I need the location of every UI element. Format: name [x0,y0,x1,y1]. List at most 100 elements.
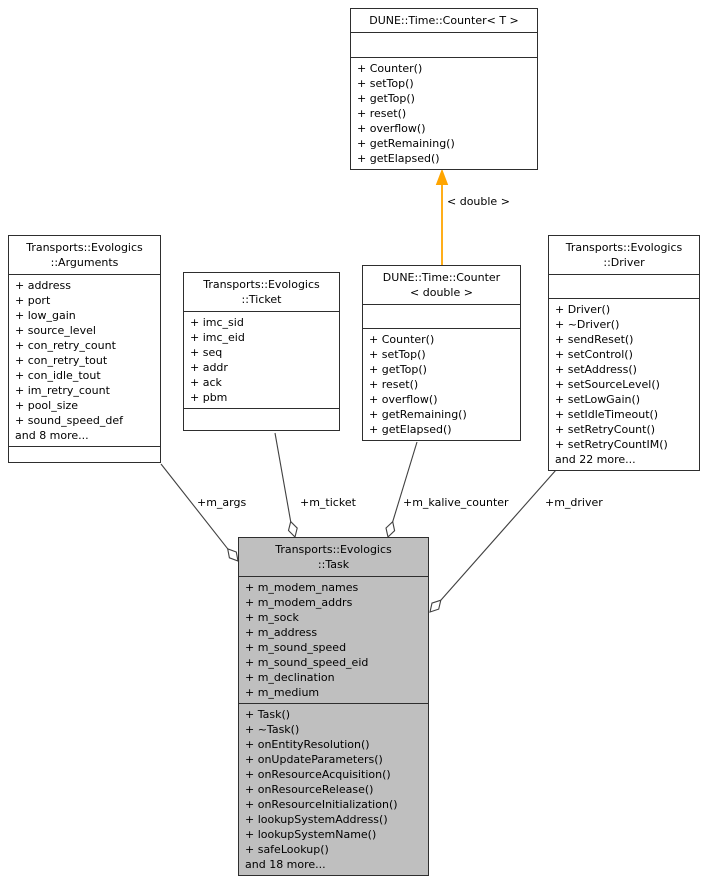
edge-m-kalive-counter [385,441,418,539]
attributes-section: + address+ port+ low_gain+ source_level+… [9,274,160,446]
member-item: + m_sound_speed_eid [245,656,369,669]
member-item: + setRetryCountIM() [555,438,668,451]
aggregation-diamond-m-driver [429,599,442,613]
member-item: + onResourceRelease() [245,783,374,796]
aggregation-diamond-m-args [226,547,239,562]
member-item: + lookupSystemAddress() [245,813,388,826]
methods-section: + Driver() + ~Driver() + sendReset() + setC… [549,298,699,470]
member-item: + con_retry_count [15,339,116,352]
member-item: + m_modem_names [245,581,359,594]
member-item: + setLowGain() [555,393,641,406]
aggregation-diamond-m-ticket [287,520,298,539]
edge-label-template-double: < double > [447,195,510,208]
member-item: + onResourceInitialization() [245,798,398,811]
member-item: + imc_sid [190,316,244,329]
member-item: + Counter() [369,333,435,346]
member-item: + low_gain [15,309,76,322]
class-title: Transports::Evologics::Driver [549,236,699,274]
class-box-transports-evologics-arguments[interactable]: Transports::Evologics::Arguments + addre… [8,235,161,463]
member-item: + getRemaining() [357,137,455,150]
member-item: + seq [190,346,223,359]
methods-section: + Task()+ ~Task()+ onEntityResolution()+… [239,703,428,875]
class-title-line: Transports::Evologics [26,241,143,254]
member-item: + Task() [245,708,291,721]
class-title-line: Transports::Evologics [565,241,683,254]
member-item: and 8 more... [15,429,89,442]
class-title: Transports::Evologics::Arguments [9,236,160,274]
class-title-line: ::Ticket [241,293,282,306]
member-item: + reset() [369,378,419,391]
aggregation-diamond-m-kalive-counter [385,520,396,539]
member-item: + getElapsed() [369,423,452,436]
edge-m-args [160,463,239,562]
class-box-dune-time-counter-t[interactable]: DUNE::Time::Counter< T > + Counter()+ se… [350,8,538,170]
member-item: + overflow() [369,393,438,406]
member-item: + ack [190,376,222,389]
template-instantiation-edge [435,168,449,266]
member-item: + im_retry_count [15,384,110,397]
class-title-line: Transports::Evologics [275,543,392,556]
member-item: + setControl() [555,348,633,361]
member-item: + setSourceLevel() [555,378,660,391]
member-item: + Driver() [555,303,611,316]
member-item: + ~Driver() [555,318,620,331]
member-item: + pbm [190,391,228,404]
member-item: + ~Task() [245,723,300,736]
methods-section: + Counter()+ setTop()+ getTop()+ reset()… [363,328,520,440]
class-title-line: ::Driver [603,256,645,269]
class-title-line: ::Task [317,558,350,571]
methods-section: + Counter()+ setTop()+ getTop()+ reset()… [351,57,537,169]
attributes-section [351,32,537,57]
member-item: + setRetryCount() [555,423,656,436]
edge-m-driver [429,469,557,613]
member-item: + m_declination [245,671,335,684]
member-item: + setIdleTimeout() [555,408,659,421]
member-item: + overflow() [357,122,426,135]
class-title-line: ::Arguments [50,256,119,269]
member-item: + sound_speed_def [15,414,123,427]
attributes-section [549,274,699,298]
member-item: + port [15,294,51,307]
member-item: + addr [190,361,228,374]
member-item: + m_sound_speed [245,641,347,654]
class-title: DUNE::Time::Counter< double > [363,266,520,304]
class-title-line: DUNE::Time::Counter< T > [369,14,519,27]
class-box-transports-evologics-task[interactable]: Transports::Evologics::Task + m_modem_na… [238,537,429,876]
class-box-dune-time-counter-double[interactable]: DUNE::Time::Counter< double > + Counter(… [362,265,521,441]
class-title-line: < double > [410,286,473,299]
class-title: Transports::Evologics::Task [239,538,428,576]
member-item: + onUpdateParameters() [245,753,383,766]
member-item: + m_sock [245,611,299,624]
class-title-line: DUNE::Time::Counter [382,271,501,284]
member-item: + con_retry_tout [15,354,108,367]
class-box-transports-evologics-ticket[interactable]: Transports::Evologics::Ticket + imc_sid+… [183,272,340,431]
edge-label-m-driver: +m_driver [545,496,603,509]
member-item: and 22 more... [555,453,636,466]
member-item: + con_idle_tout [15,369,101,382]
member-item: + lookupSystemName() [245,828,377,841]
member-item: and 18 more... [245,858,326,871]
member-item: + setTop() [357,77,414,90]
member-item: + m_medium [245,686,320,699]
member-item: + getElapsed() [357,152,440,165]
member-item: + getRemaining() [369,408,467,421]
member-item: + address [15,279,71,292]
member-item: + Counter() [357,62,423,75]
member-item: + m_address [245,626,318,639]
class-title: DUNE::Time::Counter< T > [351,9,537,32]
member-item: + imc_eid [190,331,245,344]
class-title-line: Transports::Evologics [203,278,320,291]
member-item: + onResourceAcquisition() [245,768,391,781]
methods-section [9,446,160,462]
member-item: + safeLookup() [245,843,329,856]
attributes-section [363,304,520,328]
class-box-transports-evologics-driver[interactable]: Transports::Evologics::Driver + Driver()… [548,235,700,471]
template-arrowhead [435,168,449,185]
member-item: + pool_size [15,399,79,412]
member-item: + m_modem_addrs [245,596,353,609]
member-item: + sendReset() [555,333,634,346]
edge-label-m-ticket: +m_ticket [300,496,356,509]
methods-section [184,408,339,430]
member-item: + setAddress() [555,363,637,376]
